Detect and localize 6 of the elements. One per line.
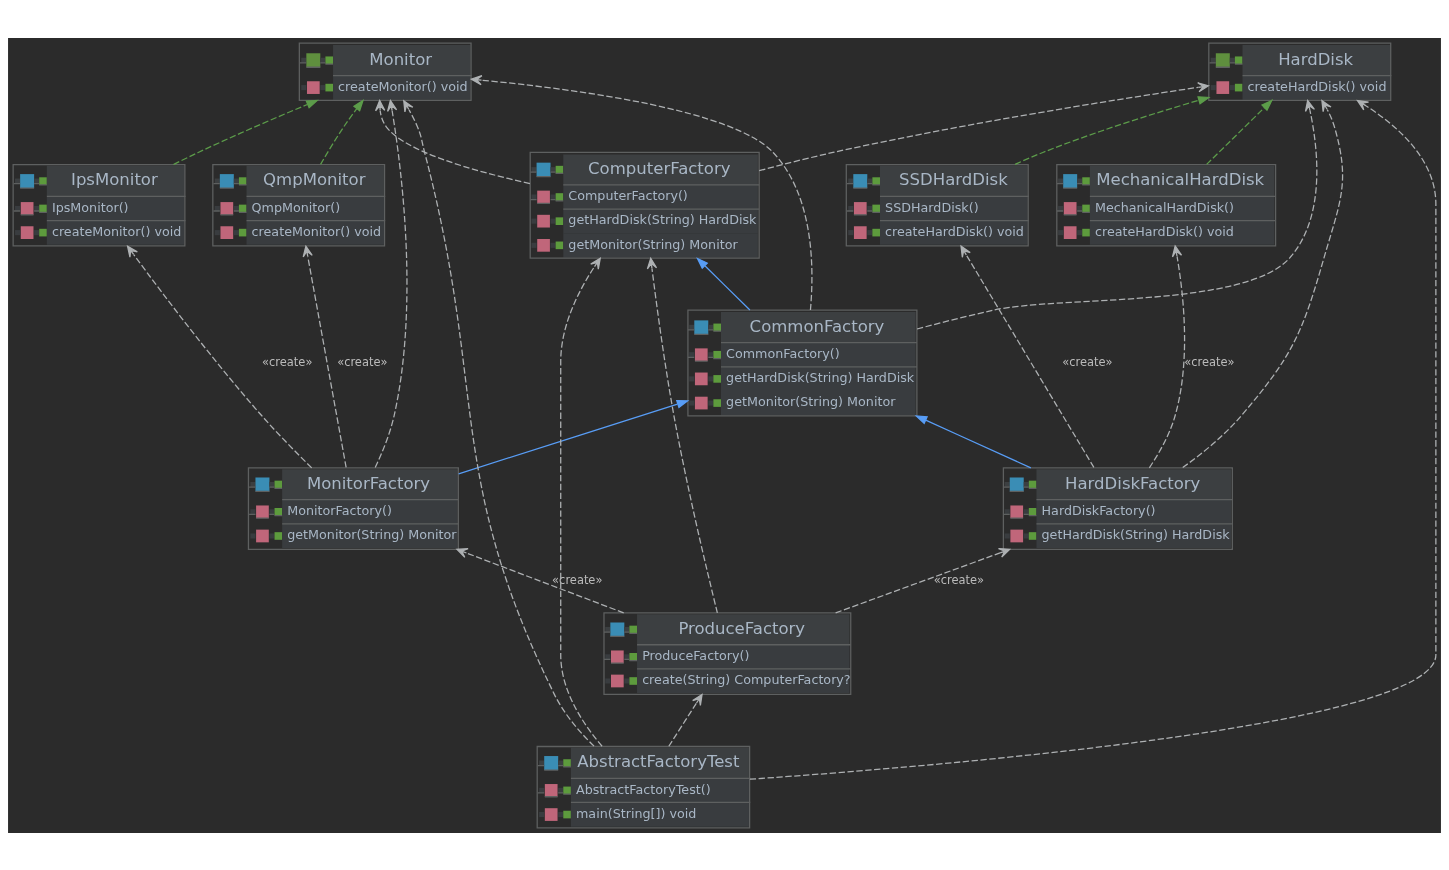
edge-label: «create» [262,354,313,369]
edge-label: «create» [552,572,603,587]
edge-label: «create» [933,572,985,587]
edge-label: «create» [337,354,388,369]
edge-label: «create» [1184,354,1235,369]
edge-label: «create» [1062,354,1113,369]
